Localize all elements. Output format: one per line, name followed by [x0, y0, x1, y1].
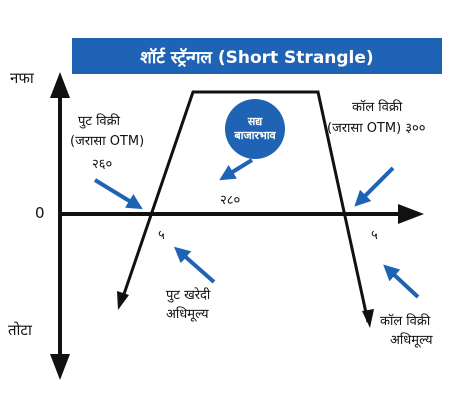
call-premium-label: कॉल विक्री — [380, 314, 431, 329]
spot-line1: सद्य — [247, 115, 263, 128]
put-premium-label: पुट खरेदी — [166, 288, 211, 303]
put-strike-value: २६० — [92, 157, 113, 172]
zero-label: 0 — [35, 204, 45, 222]
spot-line2: बाजारभाव — [234, 129, 276, 142]
payoff-line — [120, 90, 370, 323]
spot-price-badge: सद्य बाजारभाव — [225, 99, 285, 159]
title-banner: शॉर्ट स्ट्रॅन्गल (Short Strangle) — [72, 38, 442, 74]
call-premium-pointer — [383, 264, 420, 299]
call-sell-otm-strike: (जरासा OTM) ३०० — [327, 121, 426, 136]
horizontal-axis-arrow — [398, 204, 424, 224]
diagram-title: शॉर्ट स्ट्रॅन्गल (Short Strangle) — [140, 47, 374, 68]
call-sell-label: कॉल विक्री — [352, 100, 403, 115]
profit-label: नफा — [10, 69, 34, 87]
breakeven-right-value: ५ — [371, 228, 378, 243]
breakeven-left-value: ५ — [158, 228, 165, 243]
put-sell-otm: (जरासा OTM) — [70, 134, 145, 149]
put-premium-pointer — [174, 246, 216, 284]
loss-label: तोटा — [8, 321, 32, 339]
put-sell-label: पुट विक्री — [78, 114, 121, 129]
put-strike-pointer — [93, 178, 143, 210]
vertical-axis-up-arrow — [50, 72, 70, 98]
payoff-right-arrowhead — [362, 309, 374, 328]
spot-price-value: २८० — [220, 193, 241, 208]
call-strike-pointer — [354, 166, 395, 207]
vertical-axis-down-arrow — [50, 354, 70, 380]
call-premium-sub: अधिमूल्य — [390, 333, 433, 348]
payoff-left-arrowhead — [117, 291, 129, 310]
spot-pointer — [219, 158, 254, 181]
put-premium-sub: अधिमूल्य — [166, 307, 209, 322]
